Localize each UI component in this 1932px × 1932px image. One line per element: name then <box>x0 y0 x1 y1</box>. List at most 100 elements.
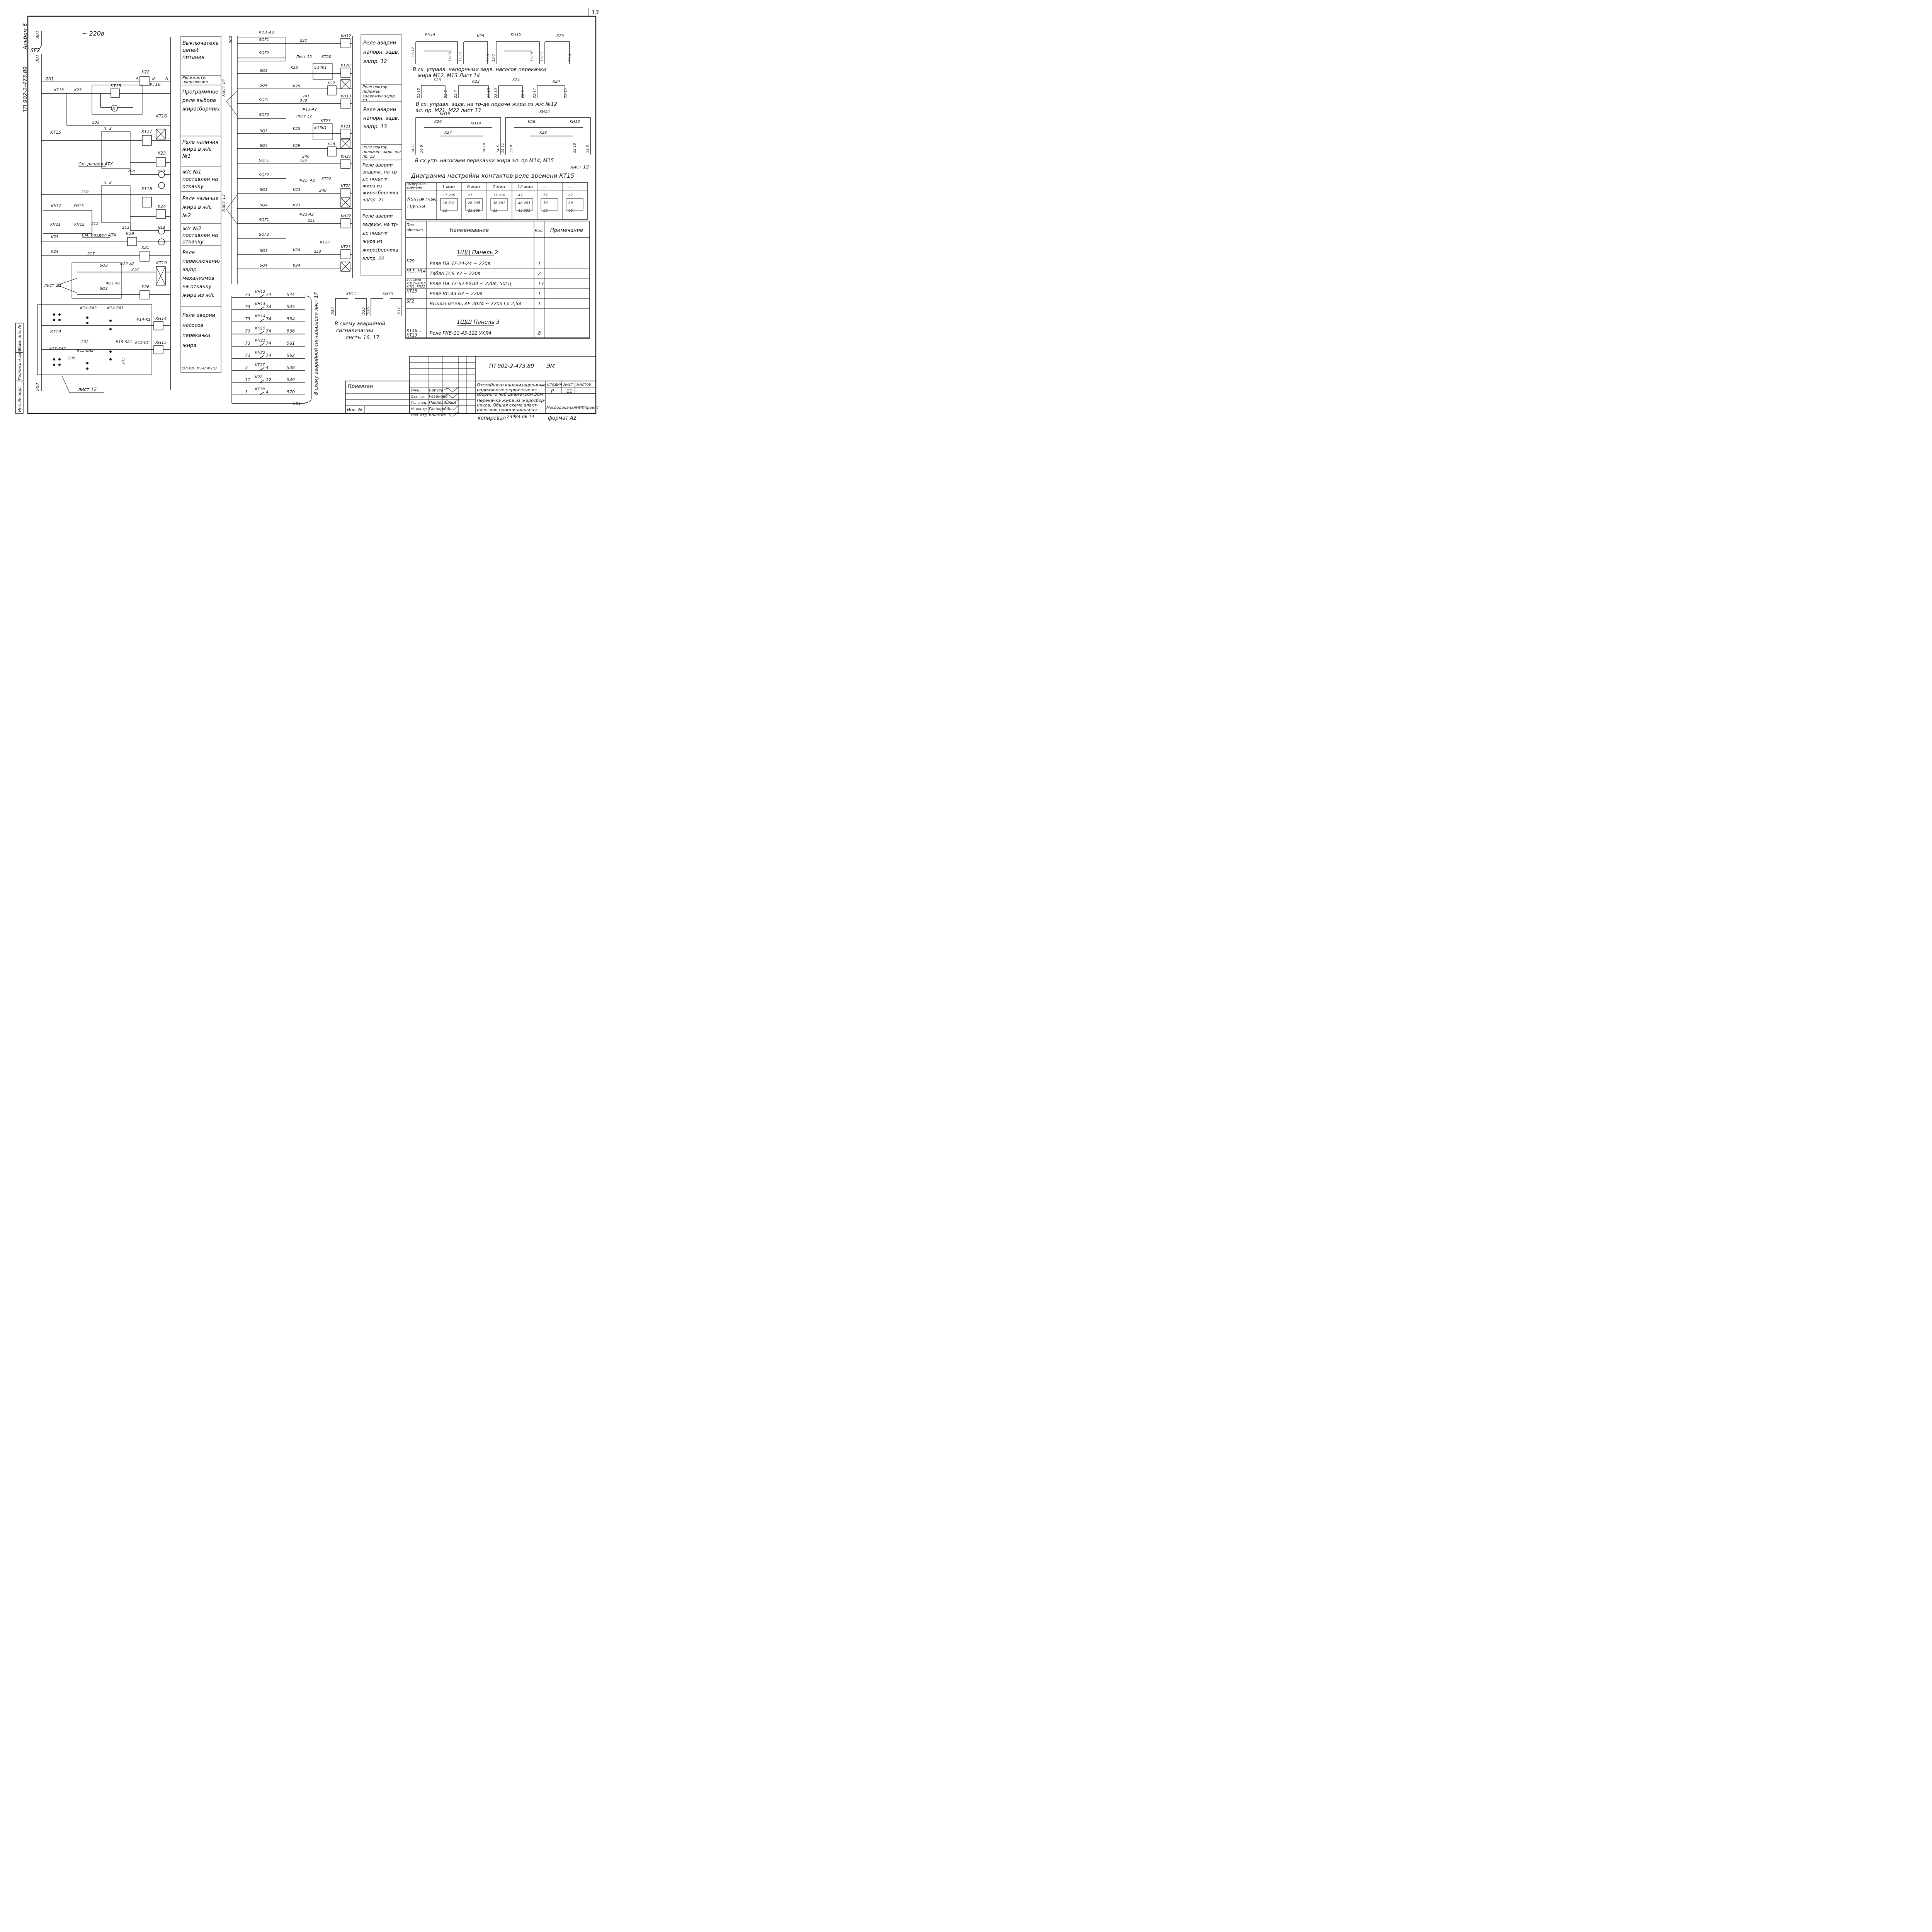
lamp-HL3-b <box>158 182 165 189</box>
mid-SQ3-b: SQ3 <box>260 129 268 133</box>
title-drawing-2: ников. Общая схема элект- <box>477 403 538 408</box>
mid-tag-21-A2: #21- A2 <box>299 179 315 183</box>
alarm-row-device: KH12 <box>255 290 265 294</box>
label-KH21: KH21 <box>50 223 61 227</box>
timing-contact-1: 17 205 <box>443 194 455 197</box>
timing-contact-1: 27 <box>468 194 473 197</box>
tr-wire-22-15: 22-15 <box>564 88 568 98</box>
parts-row-pos: KT16... KT23 <box>406 328 422 338</box>
tag-22-A2: #22-A2 <box>120 262 134 266</box>
mid-SQ4-a: SQ4 <box>260 83 268 88</box>
staff-name: Болотов <box>429 413 446 417</box>
tr-wire-13-7: 13-7 <box>492 54 496 62</box>
tr-wire-22-17: 22-17 <box>533 88 537 98</box>
supply-voltage: ~ 220в <box>82 30 104 37</box>
label-K23: K23 <box>158 151 166 156</box>
tr-caption-2b: эл. пр. М21, М22 лист 13 <box>416 108 481 114</box>
alarm-caption-1: В схему аварийной <box>335 321 385 327</box>
left-rail <box>37 31 42 391</box>
title-stage: Р <box>551 388 554 394</box>
alarm-row-to: 74 <box>266 292 271 297</box>
alarm-row-from: 11 <box>245 378 250 383</box>
alarm-row-from: 73 <box>245 292 250 297</box>
coil-KT23 <box>340 249 350 259</box>
sq3-a: SQ3 <box>100 264 108 268</box>
title-archive: 23984-06 14 <box>507 414 534 419</box>
parts-row-pos: KT15 <box>406 289 417 294</box>
label-KH15: KH15 <box>155 340 167 345</box>
parts-section-2: 1ЩШ Панель 3 <box>457 319 500 325</box>
staff-name: Гаспарянц <box>429 407 451 411</box>
tr-wire-12-15: 12-15 <box>449 52 452 62</box>
timing-contact-3: 65 <box>568 209 573 213</box>
parts-row-qty: 2 <box>538 271 541 276</box>
tr-caption-3a: В сх упр. насосами перекачки жира эл. пр… <box>415 158 554 164</box>
desc-pump-motors: (эл.пр. М14; М15) <box>182 366 217 371</box>
alarm-row-wire: 538 <box>287 365 295 370</box>
tr-wire-22-10: 22-10 <box>494 88 498 98</box>
tr-wire-21-15: 21-15 <box>487 88 491 98</box>
alarm-contact-KH12: KH12 <box>346 292 357 296</box>
desc-program-relay: Программное реле выбора жиросборника <box>182 89 219 112</box>
alarm-row-to: 74 <box>266 316 271 321</box>
timing-contact-2: 56 <box>543 201 548 205</box>
tr-KH15-g3: KH15 <box>440 112 450 116</box>
coil-K29 <box>127 237 137 246</box>
parts-row-name: Выключатель АЕ 2024 ~ 220в I р 2,5А <box>430 301 522 306</box>
tr-wire-15-9: 15-9 <box>510 145 514 153</box>
tr-caption-2a: В сх. управл. задв. на тр-де подачи жира… <box>416 102 557 107</box>
page-number: 13 <box>592 9 599 16</box>
tr-wire-15-5: 15-5 <box>586 145 590 153</box>
alarm-wire-535: 535 <box>362 307 366 315</box>
mid-SQ4-c: SQ4 <box>260 203 268 207</box>
tr-wire-14-9: 14-9 <box>420 145 424 153</box>
coil-term-A: A <box>136 77 139 81</box>
desc-alarm-13: Реле аварии напорн. задв. эл/пр. 13 <box>363 107 400 130</box>
coil-KT15 <box>111 88 120 98</box>
desc-tank2-pumping: ж/с №2 поставлен на откачку <box>182 226 218 245</box>
label-K29: K29 <box>126 231 134 236</box>
rung-label-213: 213 <box>122 226 129 230</box>
left-control-circuit: ~ 220в SF2 801 201 202 201 K22 A B N M K… <box>31 30 171 393</box>
rung-label-208: 208 <box>128 169 135 173</box>
alarm-row-to: 74 <box>266 304 271 310</box>
rung-label-203: 203 <box>92 121 99 125</box>
tr-wire-15-11: 15-11 <box>501 143 505 153</box>
desc-voltage-relay: Реле контр. напряжения <box>182 76 208 84</box>
label-K26: K26 <box>141 284 150 289</box>
coil-K22 <box>139 76 150 86</box>
alarm-row-from: 73 <box>245 329 250 334</box>
tr-K26-g3b: K26 <box>528 120 535 124</box>
mid-SQF2-a: SQF2 <box>259 51 269 55</box>
sel-14-SA2: #14-SA2 <box>80 306 97 310</box>
alarm-vertical-note: В схему аварийной сигнализации лист 17 <box>313 292 319 395</box>
wire-237: 237 <box>300 39 308 43</box>
alarm-row-to: 4 <box>266 365 269 370</box>
mid-label-KT23-a: KT23 <box>320 240 330 245</box>
tr-K24-b: K24 <box>553 80 560 84</box>
wire-249: 249 <box>319 189 327 193</box>
sel-14-SA1: #14-SA1 <box>107 306 124 310</box>
tr-caption-1a: В сх. управл. напорными задв. насосов пе… <box>413 67 546 73</box>
parts-row-qty: 1 <box>538 301 541 306</box>
alarm-row-wire: 545 <box>287 304 295 310</box>
timing-contact-3: 45 201 <box>518 209 531 213</box>
rung-label-218: 218 <box>131 267 139 272</box>
coil-KH21 <box>340 159 350 169</box>
alarm-row-from: 73 <box>245 353 250 358</box>
coil-KH15 <box>153 345 163 354</box>
coil-K26 <box>139 290 150 299</box>
rung-label-215: 215 <box>91 222 99 226</box>
mid-tag-12-A2: #12-A2 <box>258 30 274 35</box>
wire-251: 251 <box>308 219 315 223</box>
parts-header-note: Примечание <box>550 228 583 233</box>
alarm-row-device: K22 <box>255 375 262 379</box>
mid-label-KT22-a: KT22 <box>321 177 331 181</box>
